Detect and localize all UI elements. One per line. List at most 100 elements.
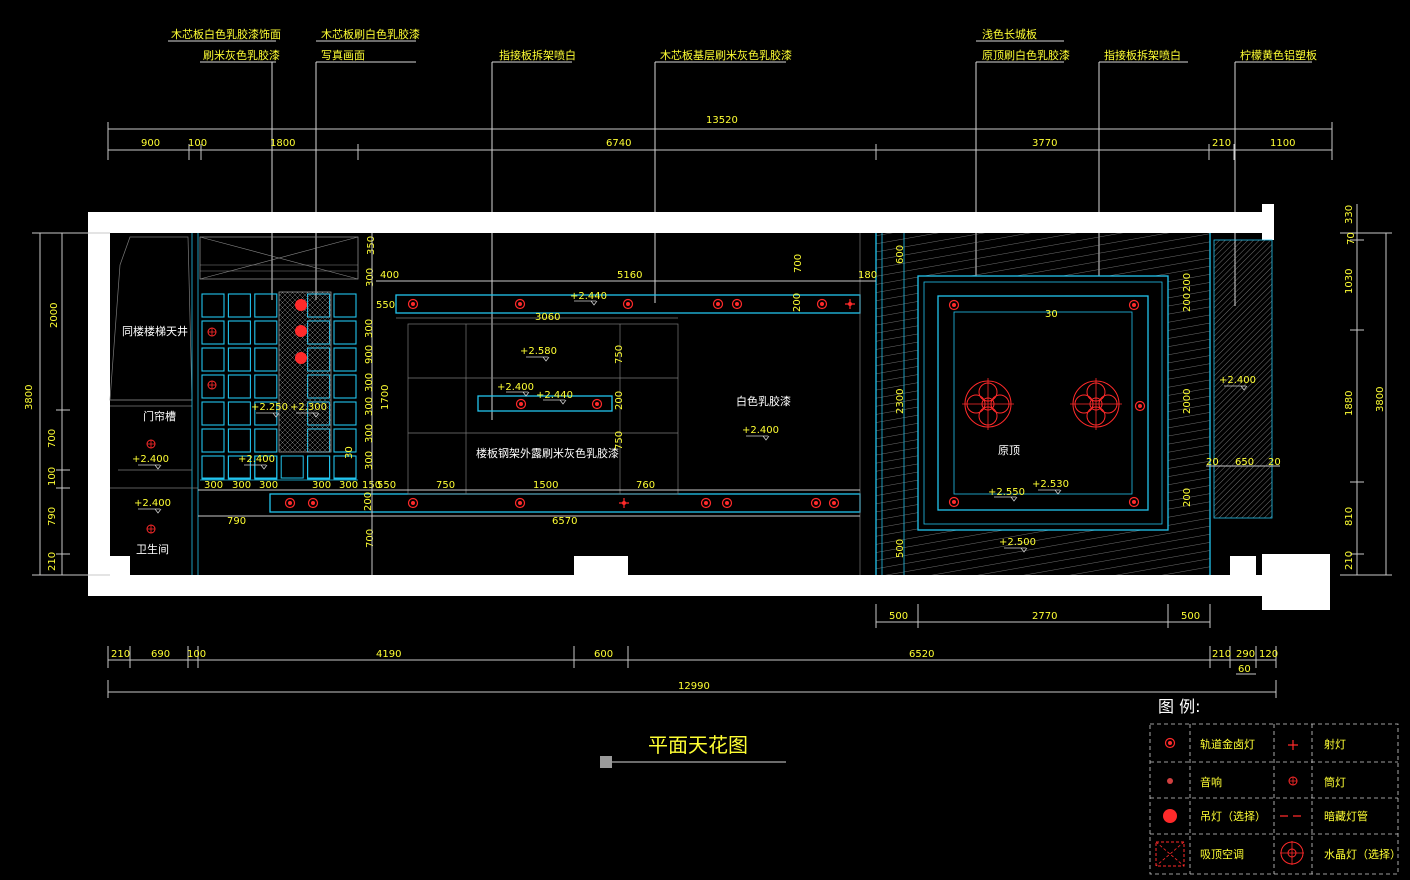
track-light-dot (311, 501, 315, 505)
legend-item-2: 射灯 (1324, 737, 1346, 751)
dim-b-9: 120 (1259, 649, 1278, 660)
down-light-cross (147, 440, 155, 448)
track-light-icon (828, 497, 840, 509)
shelf-cell (307, 455, 331, 480)
dim-mid-4: 300 (364, 397, 375, 416)
dim-mid-9: 750 (614, 431, 625, 450)
light-fixtures (146, 298, 1146, 534)
legend-item-4: 筒灯 (1324, 775, 1346, 789)
label-top-2: 刷米灰色乳胶漆 (203, 48, 280, 62)
legend-title: 图 例: (1158, 697, 1200, 716)
track-light-icon (712, 298, 724, 310)
label-top-1: 木芯板白色乳胶漆饰面 (171, 27, 281, 41)
dim-mid-13: 200 (1182, 488, 1193, 507)
dim-b-7: 210 (1212, 649, 1231, 660)
dim-b-8: 290 (1236, 649, 1255, 660)
label-top-6: 木芯板基层刷米灰色乳胶漆 (660, 48, 792, 62)
dim-top-3: 1800 (270, 138, 295, 149)
elevation-marker (543, 399, 567, 405)
shelf-cell (307, 455, 331, 479)
dim-mid-7: 1700 (380, 385, 391, 410)
track-light-icon (731, 298, 743, 310)
dim-top-5: 3770 (1032, 138, 1057, 149)
spot-light-dot (622, 501, 626, 505)
elevation-marker (574, 300, 598, 306)
left-dimension-chain: 2000 3800 700 100 790 210 (24, 232, 110, 576)
dim-top-7: 1100 (1270, 138, 1295, 149)
dim-right-6: 810 (1344, 507, 1355, 526)
spot-light-dot (848, 302, 852, 306)
elevation-marker (138, 464, 162, 470)
track-light-icon (407, 497, 419, 509)
shelf-cell (280, 455, 304, 479)
elev-2: +2.580 (520, 346, 557, 357)
elev-9: +2.400 (238, 454, 275, 465)
shelf-cell (201, 320, 225, 345)
dim-ib-11: 790 (227, 516, 246, 527)
living-ceiling: 白色乳胶漆 楼板钢架外露刷米灰色乳胶漆 (269, 233, 861, 575)
legend-item-7: 吸顶空调 (1200, 847, 1244, 861)
dim-inner-1: 400 (380, 270, 399, 281)
dim-rp-3: 20 (1268, 457, 1281, 468)
shelf-cell (201, 455, 225, 480)
shelf-cell (227, 347, 251, 372)
pendant-light-icon (295, 325, 307, 337)
dim-b-10: 60 (1238, 664, 1251, 675)
shelf-cell (227, 455, 251, 479)
track-light-icon (1134, 400, 1146, 412)
track-light-dot (716, 302, 720, 306)
legend-pendant-icon (1163, 809, 1177, 823)
top-material-labels: 木芯板白色乳胶漆饰面 刷米灰色乳胶漆 木芯板刷白色乳胶漆 写真画面 指接板拆架喷… (168, 27, 1317, 420)
dim-bc-2: 2770 (1032, 611, 1057, 622)
drawing-title: 平面天花图 (600, 733, 786, 768)
down-light-cross (147, 525, 155, 533)
dim-inner-6: 550 (376, 300, 395, 311)
pendant-light-icon (295, 299, 307, 311)
shelf-cell (333, 293, 357, 318)
shelf-cell (201, 347, 225, 372)
down-light-cross (208, 328, 216, 336)
label-top-7: 浅色长城板 (982, 27, 1037, 41)
track-light-dot (518, 501, 522, 505)
left-area: 同楼楼梯天井 门帘槽 卫生间 (109, 233, 199, 575)
track-light-dot (820, 302, 824, 306)
track-light-icon (810, 497, 822, 509)
elevation-marker (994, 496, 1018, 502)
track-light-dot (1132, 500, 1136, 504)
elevation-marks: +2.440 +2.580 +2.400 +2.440 +2.400 +2.25… (132, 291, 1256, 553)
track-light-icon (721, 497, 733, 509)
elev-13: +2.500 (999, 537, 1036, 548)
dim-top-6: 210 (1212, 138, 1231, 149)
dim-mid-2: 900 (364, 345, 375, 364)
track-light-icon (514, 298, 526, 310)
pendant-light-icon (295, 352, 307, 364)
dim-top-4: 6740 (606, 138, 631, 149)
dim-inner-10: 600 (895, 245, 906, 264)
dim-inner-7: 300 (365, 268, 376, 287)
dim-b-6: 6520 (909, 649, 934, 660)
dim-b-4: 4190 (376, 649, 401, 660)
label-top-4: 写真画面 (321, 48, 365, 62)
track-light-icon (816, 298, 828, 310)
elevation-marker (138, 508, 162, 514)
dim-b-5: 600 (594, 649, 613, 660)
down-light-cross (208, 381, 216, 389)
bottom-dimension-chain: 500 2770 500 210 690 100 4190 600 6520 2… (107, 604, 1278, 698)
elevation-marker (244, 464, 268, 470)
curtain-label: 门帘槽 (143, 409, 176, 423)
elevation-marker (1224, 385, 1248, 391)
track-light-dot (735, 302, 739, 306)
track-light-dot (814, 501, 818, 505)
legend-ac-icon (1155, 841, 1185, 867)
dim-ib-13: 200 (363, 492, 374, 511)
dim-mid-5: 300 (364, 424, 375, 443)
dim-inner-9: 200 (792, 293, 803, 312)
shelf-cell (201, 455, 225, 479)
grille-label: 楼板钢架外露刷米灰色乳胶漆 (476, 446, 619, 460)
shelf-cell (254, 320, 278, 345)
right-dimension-chain: 330 70 1030 1880 3800 810 210 (1340, 204, 1392, 576)
track-light-icon (1128, 496, 1140, 508)
elev-8: +2.400 (132, 454, 169, 465)
legend-item-5: 吊灯（选择） (1200, 809, 1266, 823)
